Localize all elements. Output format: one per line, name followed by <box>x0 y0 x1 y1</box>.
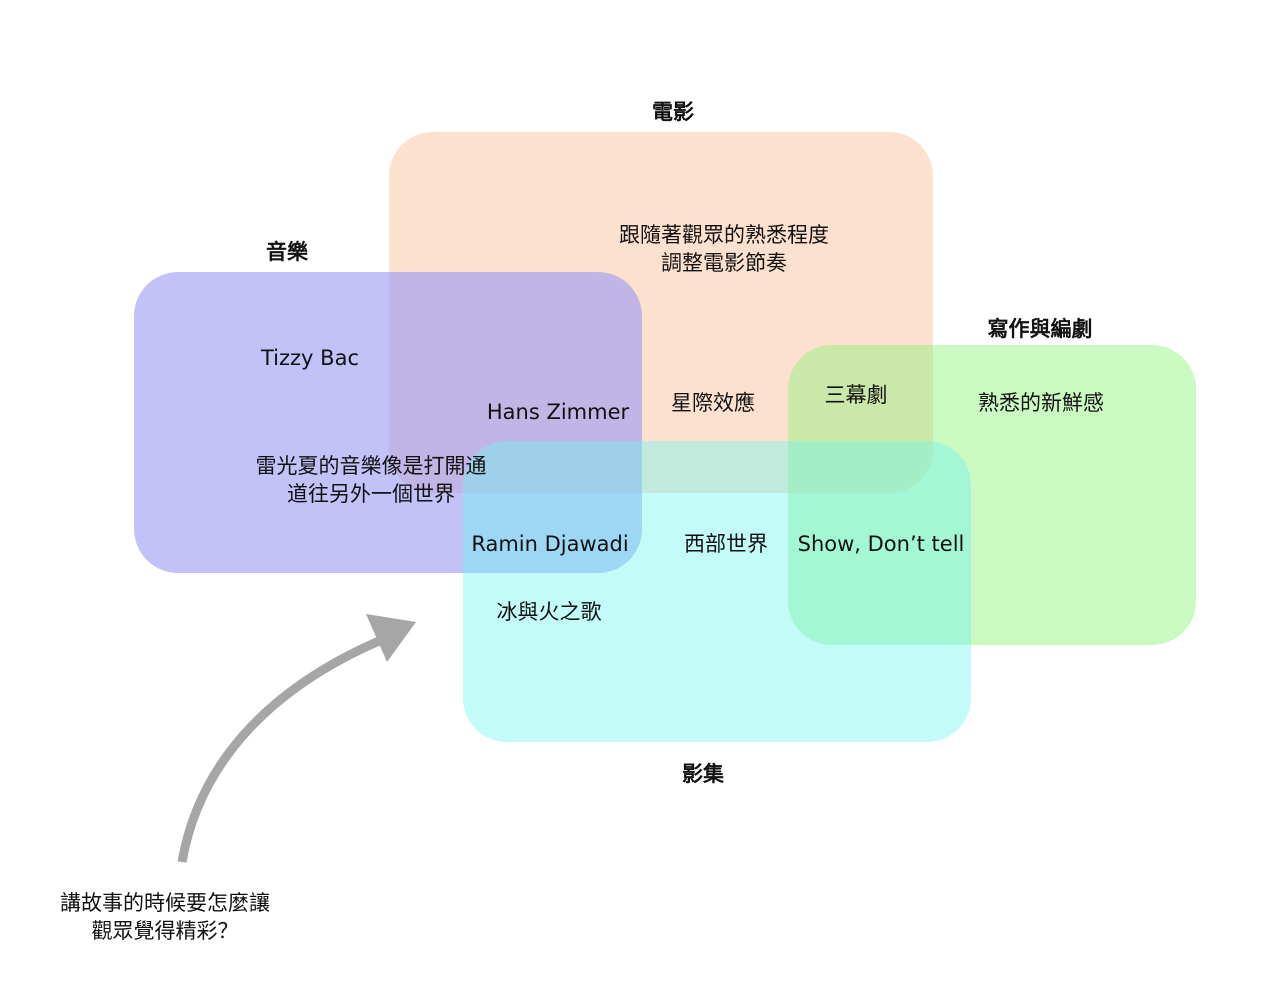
westworld-label: 西部世界 <box>684 532 768 556</box>
writing-title: 寫作與編劇 <box>987 317 1093 341</box>
series-title: 影集 <box>682 762 724 786</box>
question-text: 講故事的時候要怎麼讓 觀眾覺得精彩？ <box>60 891 270 943</box>
tizzy-bac-label: Tizzy Bac <box>261 346 359 370</box>
music-region <box>134 272 642 573</box>
music-title: 音樂 <box>266 240 308 264</box>
got-label: 冰與火之歌 <box>496 600 602 624</box>
hans-zimmer-label: Hans Zimmer <box>486 400 630 424</box>
film-title: 電影 <box>652 100 694 124</box>
lei-guang-xia-label: 雷光夏的音樂像是打開通 道往另外一個世界 <box>255 454 487 506</box>
interstellar-label: 星際效應 <box>671 391 755 415</box>
familiar-fresh-label: 熟悉的新鮮感 <box>978 391 1104 415</box>
writing-region <box>788 345 1196 645</box>
show-dont-tell-label: Show, Don’t tell <box>797 532 965 556</box>
ramin-djawadi-label: Ramin Djawadi <box>471 532 629 556</box>
film-rhythm-label: 跟隨著觀眾的熟悉程度 調整電影節奏 <box>619 223 829 275</box>
series-region <box>463 441 971 742</box>
three-act-label: 三幕劇 <box>824 383 888 407</box>
